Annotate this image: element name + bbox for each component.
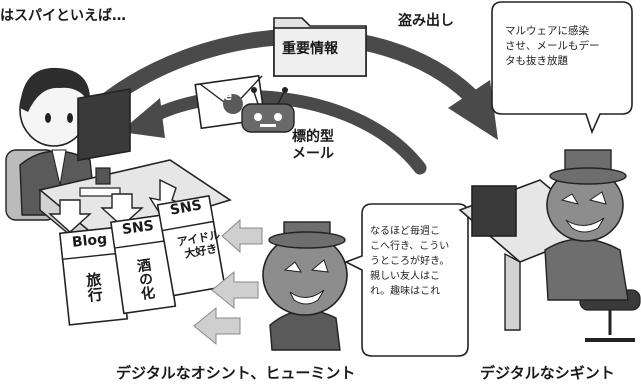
mail-icon-letter: e xyxy=(224,89,233,103)
card-sns-2 xyxy=(156,194,226,297)
card-blog-body: 旅行 xyxy=(83,271,105,303)
top-left-caption: はスパイといえば… xyxy=(0,8,126,24)
right-speech-bubble xyxy=(491,1,633,135)
right-bubble-text: マルウェアに感染 させ、メールもデー タも抜き放題 xyxy=(505,25,600,67)
mail-label-line2: メール xyxy=(292,146,334,162)
pumpkin-agent-center xyxy=(262,221,348,351)
bottom-right-caption: デジタルなシギント xyxy=(480,364,615,382)
folder-label: 重要情報 xyxy=(282,41,338,57)
center-speech-bubble xyxy=(344,203,469,357)
bottom-left-caption: デジタルなオシント、ヒューミント xyxy=(116,364,356,382)
steal-label: 盗み出し xyxy=(398,13,454,29)
center-bubble-text: なるほど毎週こ こへ行き、こうい うところが好き。 親しい友人はこ れ。趣味はこ… xyxy=(370,226,450,297)
folder-icon xyxy=(273,17,367,77)
malware-bot-icon xyxy=(241,87,295,133)
pumpkin-hacker-right xyxy=(458,149,641,342)
mail-label: 標的型 メール xyxy=(292,129,334,163)
mail-arrow xyxy=(120,90,427,175)
mail-label-line1: 標的型 xyxy=(292,129,334,145)
osint-arrows xyxy=(193,218,263,346)
